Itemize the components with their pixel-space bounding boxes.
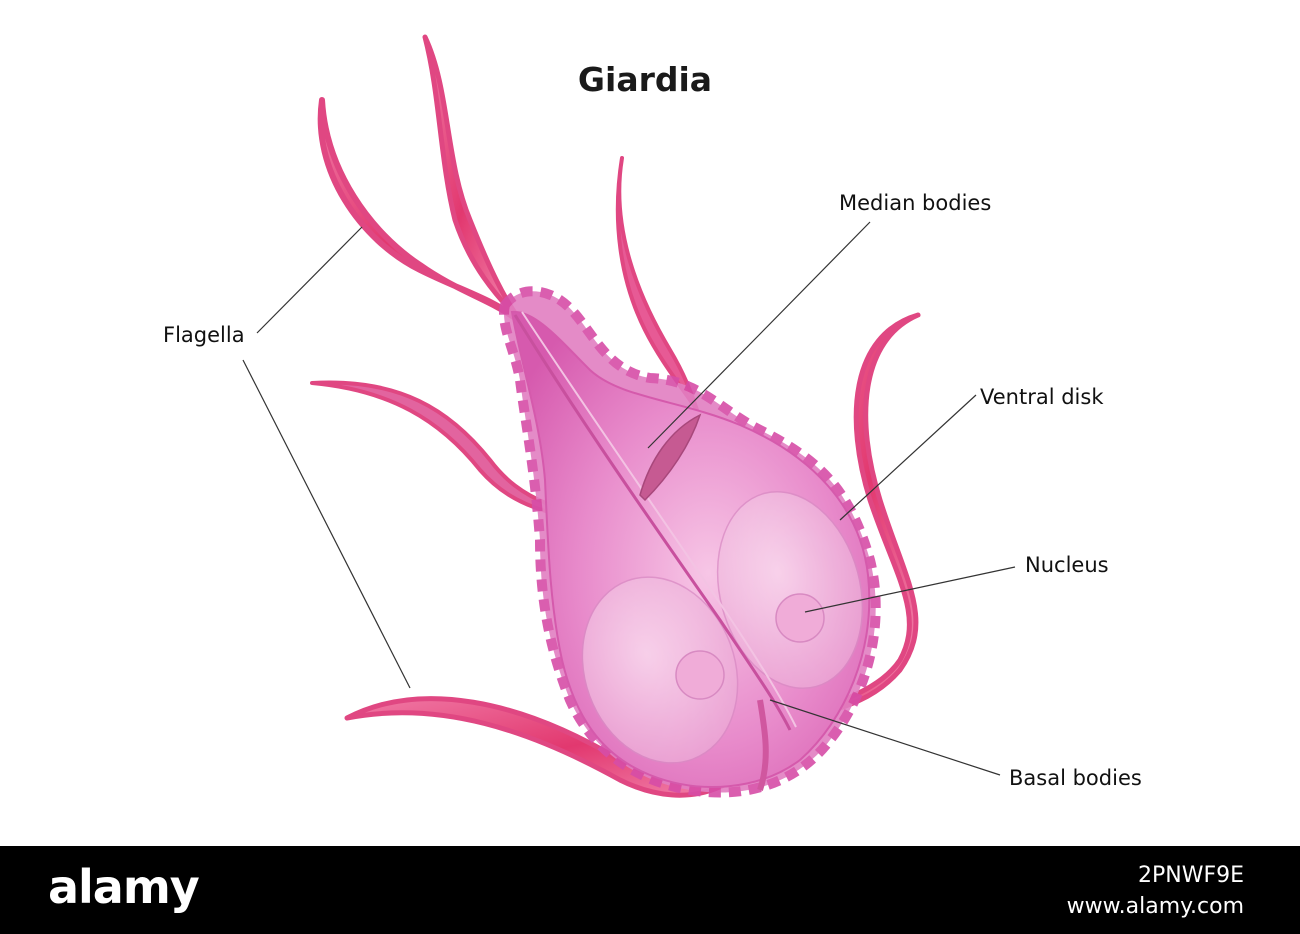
leader-ventral-disk [839, 394, 977, 521]
leader-median-bodies [647, 221, 871, 449]
stock-footer: alamy 2PNWF9E www.alamy.com [0, 846, 1300, 934]
basal-body-tail [757, 699, 769, 791]
leader-flagella-lower [242, 359, 411, 689]
stock-url[interactable]: www.alamy.com [1066, 894, 1244, 919]
label-basal-bodies: Basal bodies [1009, 766, 1142, 790]
axoneme-bundle-2 [521, 311, 797, 728]
alamy-logo: alamy [48, 860, 200, 914]
leader-flagella-upper [256, 226, 363, 334]
label-ventral-disk: Ventral disk [980, 385, 1104, 409]
diagram-title: Giardia [577, 60, 713, 99]
label-median-bodies: Median bodies [839, 191, 992, 215]
label-nucleus: Nucleus [1025, 553, 1109, 577]
median-bodies-shape [639, 413, 702, 502]
label-flagella: Flagella [163, 323, 245, 347]
nucleus-left [675, 650, 725, 700]
nucleus-right [775, 593, 825, 643]
leader-basal-bodies [769, 699, 1001, 776]
image-id: 2PNWF9E [1137, 863, 1244, 888]
leader-nucleus [804, 566, 1016, 613]
ventral-disk-lobe-left [581, 576, 739, 764]
leader-lines [242, 221, 1016, 776]
cell-body-group [499, 286, 881, 798]
giardia-illustration [242, 34, 1016, 798]
axoneme-bundle [513, 314, 792, 731]
flagellum-top-left [317, 97, 518, 321]
diagram-canvas: Giardia Median bodies Flagella Ventral d… [163, 34, 1142, 798]
